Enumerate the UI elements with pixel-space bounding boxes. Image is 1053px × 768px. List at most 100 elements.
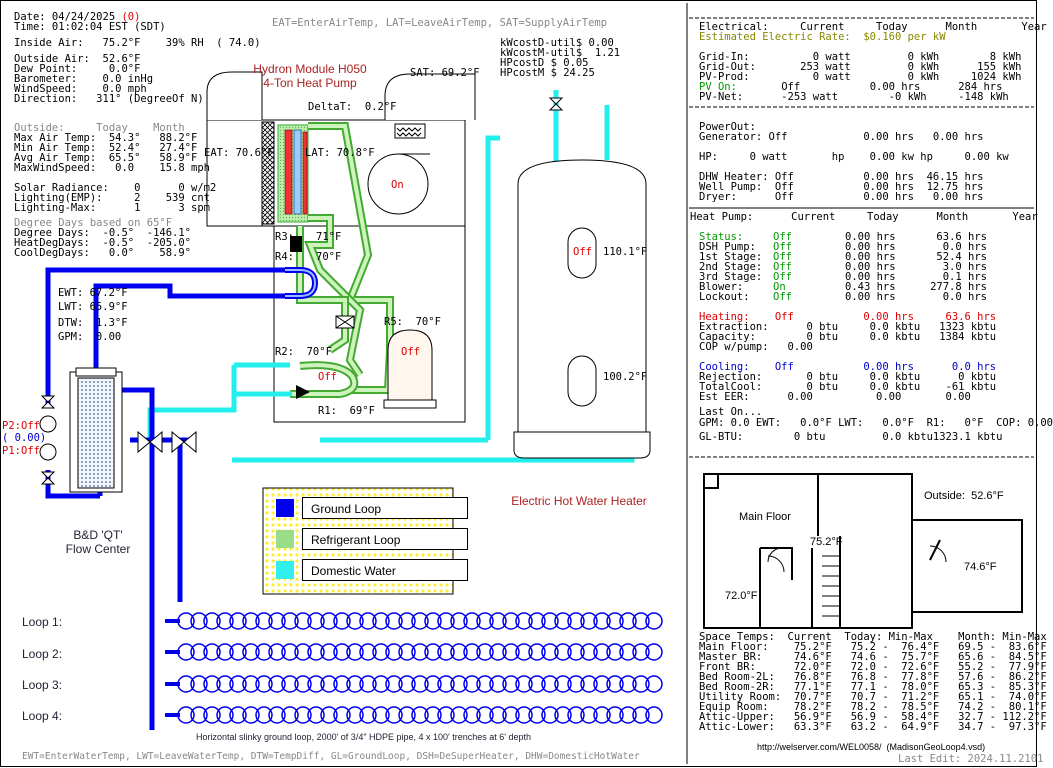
slinky-coil (515, 675, 533, 693)
cost-3: HPcostM $ 24.25 (500, 67, 595, 79)
pv-net-line: PV-Net: -253 watt -0 kWh -148 kWh (699, 91, 1009, 103)
slinky-coil (229, 612, 247, 630)
slinky-coil (346, 675, 364, 693)
electric-rate: Estimated Electric Rate: $0.160 per kW (699, 31, 946, 43)
electrical-header: Electrical: Current Today Month Year (699, 21, 1047, 33)
heating-extraction: Extraction: 0 btu 0.0 kbtu 1323 kbtu (699, 321, 997, 333)
slinky-coil (398, 643, 416, 661)
house-temp-master: 74.6°F (964, 561, 997, 573)
slinky-coil (242, 643, 260, 661)
slinky-coil (346, 706, 364, 724)
slinky-coil (333, 612, 351, 630)
slinky-coil (229, 675, 247, 693)
slinky-coil (528, 612, 546, 630)
dhw-valve (548, 97, 564, 111)
powerout-label: PowerOut: (699, 121, 756, 133)
source-url[interactable]: http://welserver.com/WEL0058/ (MadisonGe… (757, 742, 986, 752)
last-edit: Last Edit: 2024.11.2101 (898, 753, 1044, 765)
slinky-coil (242, 612, 260, 630)
slinky-coil (619, 612, 637, 630)
slinky-coil (411, 612, 429, 630)
slinky-coil (645, 675, 663, 693)
slinky-coil (229, 706, 247, 724)
slinky-coil (450, 612, 468, 630)
slinky-coil (645, 643, 663, 661)
compressor-state: Off (401, 346, 420, 358)
legend-ground-loop: Ground Loop (302, 497, 468, 519)
degree-2: CoolDegDays: 0.0° 58.9° (14, 247, 192, 259)
slinky-coil (294, 643, 312, 661)
slinky-coil (437, 612, 455, 630)
slinky-coil (268, 675, 286, 693)
slinky-coil (476, 675, 494, 693)
r3-label: R3: (275, 231, 294, 243)
slinky-ground-loops (165, 612, 663, 724)
slinky-coil (255, 675, 273, 693)
slinky-coil (177, 706, 195, 724)
slinky-coil (450, 675, 468, 693)
space-temp-row: Front BR: 72.0°F 72.0 - 72.6°F 55.2 - 77… (699, 661, 1047, 673)
slinky-coil (229, 643, 247, 661)
slinky-coil (333, 643, 351, 661)
slinky-coil (502, 706, 520, 724)
wh-top-temp: 110.1°F (603, 246, 648, 258)
space-temp-row: Equip Room: 78.2°F 78.2 - 78.5°F 74.2 - … (699, 701, 1047, 713)
slinky-coil (177, 643, 195, 661)
valve-state: Off (318, 371, 337, 383)
slinky-coil (437, 643, 455, 661)
slinky-coil (489, 706, 507, 724)
slinky-coil (320, 675, 338, 693)
loop-2-label: Loop 2: (22, 647, 63, 661)
r1-label: R1: 69°F (318, 405, 375, 417)
slinky-coil (632, 675, 650, 693)
last-on-label: Last On... (699, 406, 763, 418)
last-on-line: GPM: 0.0 EWT: 0.0°F LWT: 0.0°F R1: 0°F C… (699, 417, 1053, 429)
slinky-coil (372, 675, 390, 693)
gpm-label: GPM: 0.00 (58, 331, 122, 343)
slinky-coil (359, 612, 377, 630)
slinky-coil (554, 612, 572, 630)
slinky-coil (463, 612, 481, 630)
heating-capacity: Capacity: 0 btu 0.0 kbtu 1384 kbtu (699, 331, 997, 343)
solar-2: Lighting-Max: 1 3 spm (14, 202, 210, 214)
slinky-coil (593, 706, 611, 724)
house-outside: Outside: 52.6°F (924, 490, 1004, 502)
inside-air: Inside Air: 75.2°F 39% RH ( 74.0) (14, 37, 261, 49)
slinky-coil (554, 643, 572, 661)
slinky-coil (541, 643, 559, 661)
slinky-coil (489, 675, 507, 693)
stats-3: MaxWindSpeed: 0.0 15.8 mph (14, 162, 210, 174)
cooling-rejection: Rejection: 0 btu 0.0 kbtu 0 kbtu (699, 371, 997, 383)
misc-0: DHW Heater: Off 0.00 hrs 46.15 hrs (699, 171, 984, 183)
slinky-coil (541, 612, 559, 630)
slinky-coil (424, 675, 442, 693)
wh-caption: Electric Hot Water Heater (511, 494, 647, 508)
flow-center (69, 367, 123, 493)
slinky-coil (424, 612, 442, 630)
slinky-coil (372, 612, 390, 630)
slinky-coil (177, 612, 195, 630)
slinky-coil (450, 643, 468, 661)
pump-p2 (39, 415, 57, 433)
slinky-coil (307, 706, 325, 724)
slinky-coil (515, 643, 533, 661)
legend-domestic-water: Domestic Water (302, 559, 468, 581)
slinky-coil (359, 643, 377, 661)
slinky-coil (593, 612, 611, 630)
dtw-label: DTW: 1.3°F (58, 317, 128, 329)
degree-header: Degree Days based on 65°F (14, 217, 173, 229)
slinky-coil (632, 612, 650, 630)
slinky-coil (606, 706, 624, 724)
slinky-coil (515, 612, 533, 630)
slinky-coil (372, 706, 390, 724)
slinky-coil (190, 706, 208, 724)
slinky-coil (567, 675, 585, 693)
p2-state: P2:Off (2, 420, 40, 432)
hp-power-line: HP: 0 watt hp 0.00 kw hp 0.00 kw (699, 151, 1009, 163)
slinky-coil (606, 643, 624, 661)
